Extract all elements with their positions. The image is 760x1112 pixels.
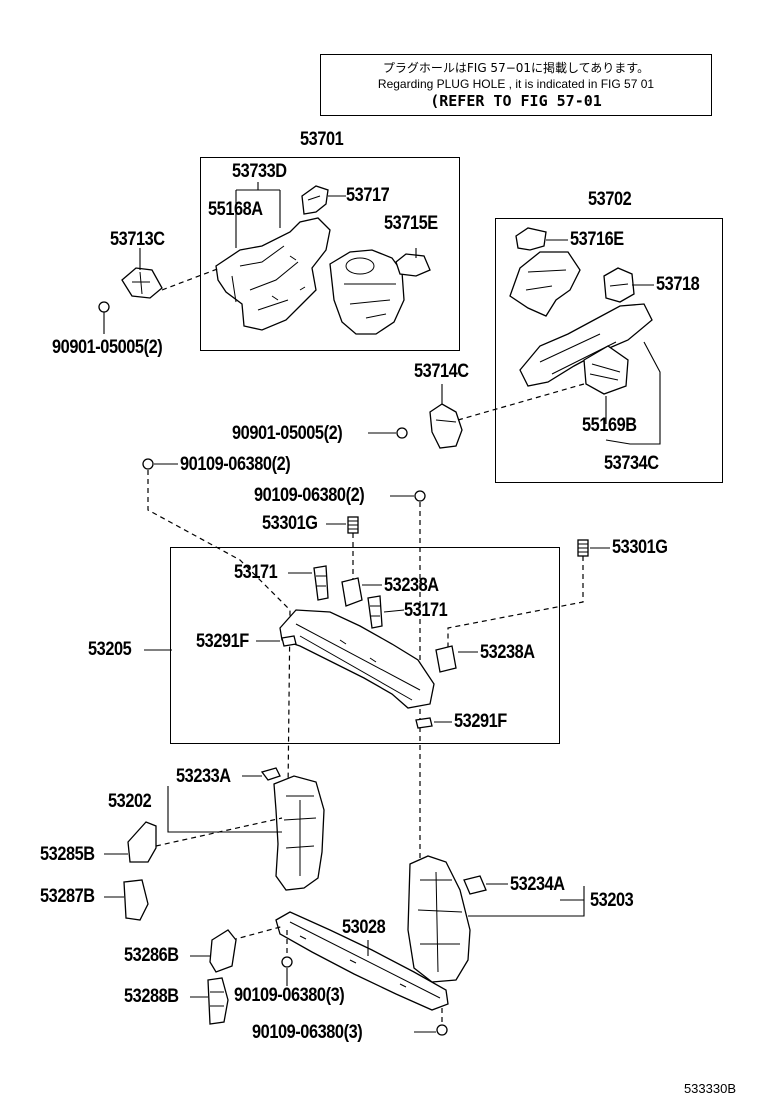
label-53028[interactable]: 53028: [342, 917, 386, 938]
link-90109-a: [147, 470, 291, 791]
box-53702: [495, 218, 723, 483]
label-53238A-b[interactable]: 53238A: [480, 642, 535, 663]
spring-53301G-a[interactable]: [347, 516, 359, 534]
label-53203[interactable]: 53203: [590, 890, 634, 911]
diagram-code: 533330B: [683, 1081, 736, 1096]
label-53301G-b[interactable]: 53301G: [612, 537, 668, 558]
label-53715E[interactable]: 53715E: [384, 213, 438, 234]
leader-53734C: [605, 341, 661, 445]
label-53287B[interactable]: 53287B: [40, 886, 95, 907]
label-53285B[interactable]: 53285B: [40, 844, 95, 865]
label-90901-05005-a[interactable]: 90901-05005(2): [52, 337, 163, 358]
label-53171-a[interactable]: 53171: [234, 562, 278, 583]
part-53205-group[interactable]: [279, 565, 457, 729]
leader-53171-b: [383, 609, 405, 613]
part-53702-group[interactable]: [396, 227, 653, 449]
label-90109-06380-d[interactable]: 90109-06380(3): [252, 1022, 363, 1043]
part-53286B[interactable]: [209, 929, 237, 973]
part-53202-group[interactable]: [123, 767, 325, 921]
label-90109-06380-c[interactable]: 90109-06380(3): [234, 985, 345, 1006]
spring-53301G-b[interactable]: [577, 539, 589, 557]
label-53291F-a[interactable]: 53291F: [196, 631, 249, 652]
bolt-90109-d[interactable]: [436, 1024, 448, 1036]
note-line-en: Regarding PLUG HOLE , it is indicated in…: [377, 77, 655, 91]
label-53286B[interactable]: 53286B: [124, 945, 179, 966]
note-line-jp: プラグホールはFIG 57−01に掲載してあります。: [382, 61, 650, 75]
bolt-90109-a[interactable]: [142, 458, 154, 470]
label-53718[interactable]: 53718: [656, 274, 700, 295]
label-53713C[interactable]: 53713C: [110, 229, 165, 250]
note-refer: (REFER TO FIG 57-01: [430, 92, 602, 110]
label-53301G-a[interactable]: 53301G: [262, 513, 318, 534]
part-53028[interactable]: [275, 911, 449, 1011]
label-90109-06380-b[interactable]: 90109-06380(2): [254, 485, 365, 506]
box-53205: [170, 547, 560, 744]
link-53713C: [161, 267, 221, 291]
label-53291F-b[interactable]: 53291F: [454, 711, 507, 732]
label-53733D[interactable]: 53733D: [232, 161, 287, 182]
reference-note: プラグホールはFIG 57−01に掲載してあります。 Regarding PLU…: [320, 54, 712, 116]
leader-53202: [167, 786, 282, 833]
label-53702[interactable]: 53702: [588, 189, 632, 210]
label-90901-05005-b[interactable]: 90901-05005(2): [232, 423, 343, 444]
label-53205[interactable]: 53205: [88, 639, 132, 660]
part-53203-group[interactable]: [407, 855, 487, 983]
label-53734C[interactable]: 53734C: [604, 453, 659, 474]
label-53288B[interactable]: 53288B: [124, 986, 179, 1007]
leader-53733D: [235, 182, 281, 248]
label-53701[interactable]: 53701: [300, 129, 344, 150]
part-53701-group[interactable]: [98, 185, 431, 335]
link-53286B: [231, 925, 285, 941]
label-53714C[interactable]: 53714C: [414, 361, 469, 382]
label-53234A[interactable]: 53234A: [510, 874, 565, 895]
label-55169B[interactable]: 55169B: [582, 415, 637, 436]
link-53301G-b: [447, 556, 584, 650]
label-53233A[interactable]: 53233A: [176, 766, 231, 787]
label-53238A-a[interactable]: 53238A: [384, 575, 439, 596]
bolt-90109-c[interactable]: [281, 956, 293, 968]
bolt-90109-b[interactable]: [414, 490, 426, 502]
label-53171-b[interactable]: 53171: [404, 600, 448, 621]
box-53701: [200, 157, 460, 351]
label-55168A[interactable]: 55168A: [208, 199, 263, 220]
label-53202[interactable]: 53202: [108, 791, 152, 812]
link-53714C: [457, 383, 585, 421]
label-53717[interactable]: 53717: [346, 185, 390, 206]
leader-53203: [468, 886, 585, 917]
label-90109-06380-a[interactable]: 90109-06380(2): [180, 454, 291, 475]
part-53288B[interactable]: [207, 977, 229, 1025]
label-53716E[interactable]: 53716E: [570, 229, 624, 250]
